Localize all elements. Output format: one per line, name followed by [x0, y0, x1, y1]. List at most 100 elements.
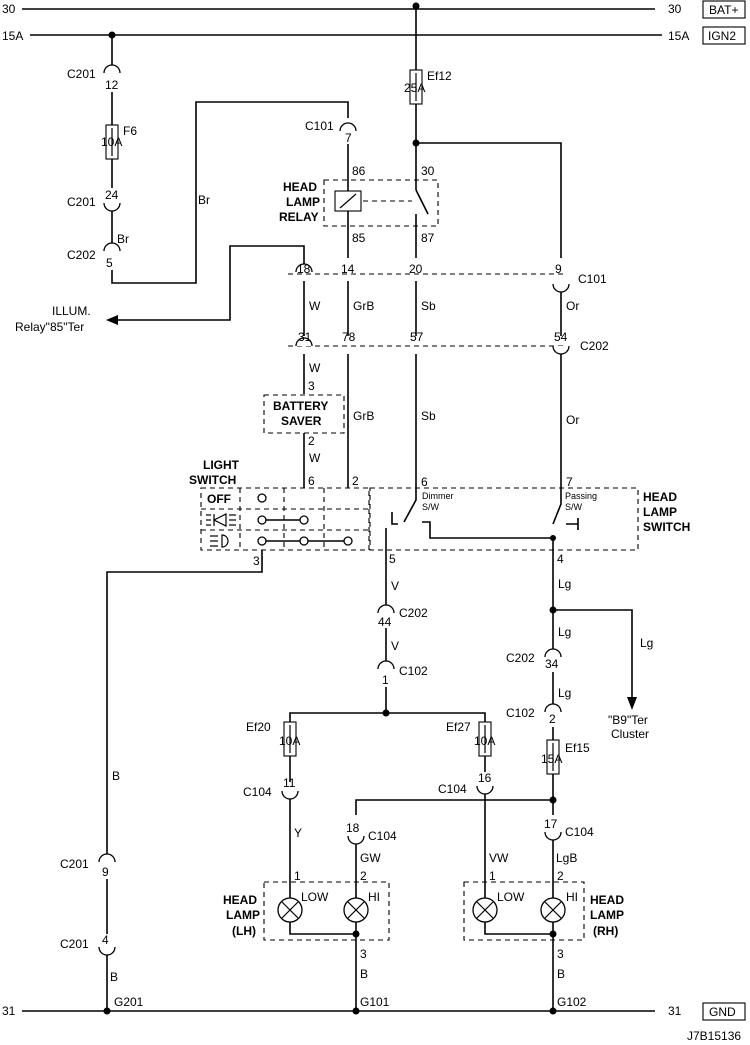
- battery-saver-label-2: SAVER: [281, 414, 322, 428]
- c101-pin18-connector: [295, 263, 313, 273]
- headlamp-rh-pin-1: 1: [489, 869, 496, 883]
- c104-label-3: C104: [368, 829, 397, 843]
- c104-pin-11: 11: [283, 776, 296, 790]
- c101-pin-7: 7: [345, 131, 352, 145]
- relay-pin-30: 30: [421, 164, 435, 178]
- c104-label-1: C104: [243, 785, 272, 799]
- c101-pin-14: 14: [341, 262, 355, 276]
- headlamp-switch-label-1: HEAD: [643, 490, 677, 504]
- illum-label-1: ILLUM.: [52, 304, 91, 318]
- c104-pin-17: 17: [544, 817, 558, 831]
- ef20-name: Ef20: [246, 720, 271, 734]
- bat-rail-right-label: 30: [668, 2, 682, 16]
- c201-pin-4: 4: [102, 933, 109, 947]
- c202-pin-5: 5: [106, 256, 113, 270]
- dimmer-label: Dimmer: [422, 491, 454, 501]
- wire-vw: VW: [489, 851, 509, 865]
- wire-gw: GW: [360, 851, 381, 865]
- wire-b-lh: B: [360, 967, 368, 981]
- c202-label-left: C202: [67, 248, 96, 262]
- passing-label: Passing: [565, 491, 597, 501]
- gnd-rail-left-label: 31: [2, 1004, 16, 1018]
- c101-pin-18: 18: [297, 262, 311, 276]
- headlamp-switch-label-2: LAMP: [643, 505, 677, 519]
- light-switch-off: OFF: [207, 492, 231, 506]
- c102-pin1-connector: [377, 660, 395, 670]
- headlamp-relay-group: C101 7 86 30 HEAD LAMP RELAY 85 87: [279, 119, 439, 258]
- ign-tag: IGN2: [708, 29, 736, 43]
- wire-or1: Or: [566, 299, 579, 313]
- headlamp-lh-group: HEAD LAMP (LH) 1 2 LOW HI 3 B G101: [223, 869, 390, 1015]
- headlamp-lh-label-1: HEAD: [223, 893, 257, 907]
- c201-pin24-connector: [103, 202, 121, 212]
- wire-y: Y: [294, 826, 302, 840]
- ef12-rating: 25A: [404, 81, 425, 95]
- light-switch-group: LIGHT SWITCH OFF: [106, 458, 370, 862]
- headlamp-switch-pin-5: 5: [389, 552, 396, 566]
- relay-contact: [415, 189, 429, 215]
- ef12-branch: Ef12 25A: [404, 2, 562, 258]
- bat-tag: BAT+: [709, 3, 738, 17]
- c202-label-mid: C202: [399, 606, 428, 620]
- wire-b-left: B: [112, 769, 120, 783]
- c202-row: 31 78 57 54 C202: [288, 330, 609, 355]
- headlamp-rh-group: HEAD LAMP (RH) 1 2 LOW HI 3 B G102: [463, 869, 624, 1015]
- relay-label-1: HEAD: [283, 180, 317, 194]
- bat-rail-left-label: 30: [2, 2, 16, 16]
- f6-name: F6: [123, 124, 137, 138]
- dimmer-switch-blade: [403, 488, 417, 523]
- bat-rail: 30 30 BAT+: [2, 0, 746, 19]
- c101-label-top: C101: [305, 119, 334, 133]
- ef27-rating: 10A: [474, 734, 495, 748]
- c202-pin54-connector: [552, 345, 570, 355]
- ign-rail-right-label: 15A: [668, 29, 689, 43]
- c101-pin9-connector: [552, 283, 570, 293]
- c201-label-bottom: C201: [60, 937, 89, 951]
- wire-grb1: GrB: [353, 299, 374, 313]
- cluster-label-1: "B9"Ter: [608, 713, 648, 727]
- headlamp-icon: [210, 534, 229, 548]
- headlamp-lh-box: [263, 881, 390, 941]
- headlamp-switch-label-3: SWITCH: [643, 520, 690, 534]
- passing-switch-blade: [552, 488, 562, 525]
- f6-branch: C201 12 F6 10A 24 C201 Br C202 5 Br: [67, 31, 349, 284]
- c102-pin2-connector: [544, 703, 562, 713]
- headlamp-switch-pin-6: 6: [421, 475, 428, 489]
- ign-tag-box: [702, 26, 746, 45]
- c202-pin-44: 44: [378, 615, 392, 629]
- battery-saver-pin-2: 2: [308, 434, 315, 448]
- wire-br-lower: Br: [117, 232, 129, 246]
- c202-pin34-connector: [544, 648, 562, 658]
- wire-w1: W: [309, 299, 321, 313]
- illum-label-2: Relay"85"Ter: [15, 320, 84, 334]
- headlamp-lh-label-3: (LH): [232, 924, 256, 938]
- gnd-rail-right-label: 31: [668, 1004, 682, 1018]
- diagram-code: J7B15136: [687, 1029, 741, 1043]
- relay-pin-87: 87: [421, 231, 435, 245]
- ef15-rating: 15A: [541, 752, 562, 766]
- headlamp-rh-label-3: (RH): [593, 924, 618, 938]
- bat-tag-box: [702, 0, 746, 19]
- illum-arrow: [106, 315, 118, 325]
- ef15-name: Ef15: [565, 741, 590, 755]
- c102-label-right: C102: [506, 706, 535, 720]
- wire-lg-branch: Lg: [640, 636, 653, 650]
- wire-w2: W: [309, 361, 321, 375]
- wire-w3: W: [309, 451, 321, 465]
- c101-label-right: C101: [578, 272, 607, 286]
- f6-rating: 10A: [101, 135, 122, 149]
- c202-label-lower: C202: [506, 651, 535, 665]
- wire-v2: V: [391, 639, 399, 653]
- wire-grb2: GrB: [353, 409, 374, 423]
- cluster-arrow: [627, 697, 637, 710]
- c201-pin9-connector: [98, 853, 116, 863]
- c101-row: 18 14 20 9 C101 ILLUM. Relay"85"Ter: [15, 245, 607, 334]
- c201-pin-9: 9: [102, 865, 109, 879]
- gnd-tag: GND: [709, 1005, 736, 1019]
- c101-pin-20: 20: [409, 262, 423, 276]
- lh-hi-label: HI: [368, 890, 380, 904]
- c201-pin-12: 12: [105, 78, 119, 92]
- wire-br-upper: Br: [198, 193, 210, 207]
- headlamp-lh-pin-1: 1: [294, 869, 301, 883]
- c104-pin16-connector: [476, 785, 494, 795]
